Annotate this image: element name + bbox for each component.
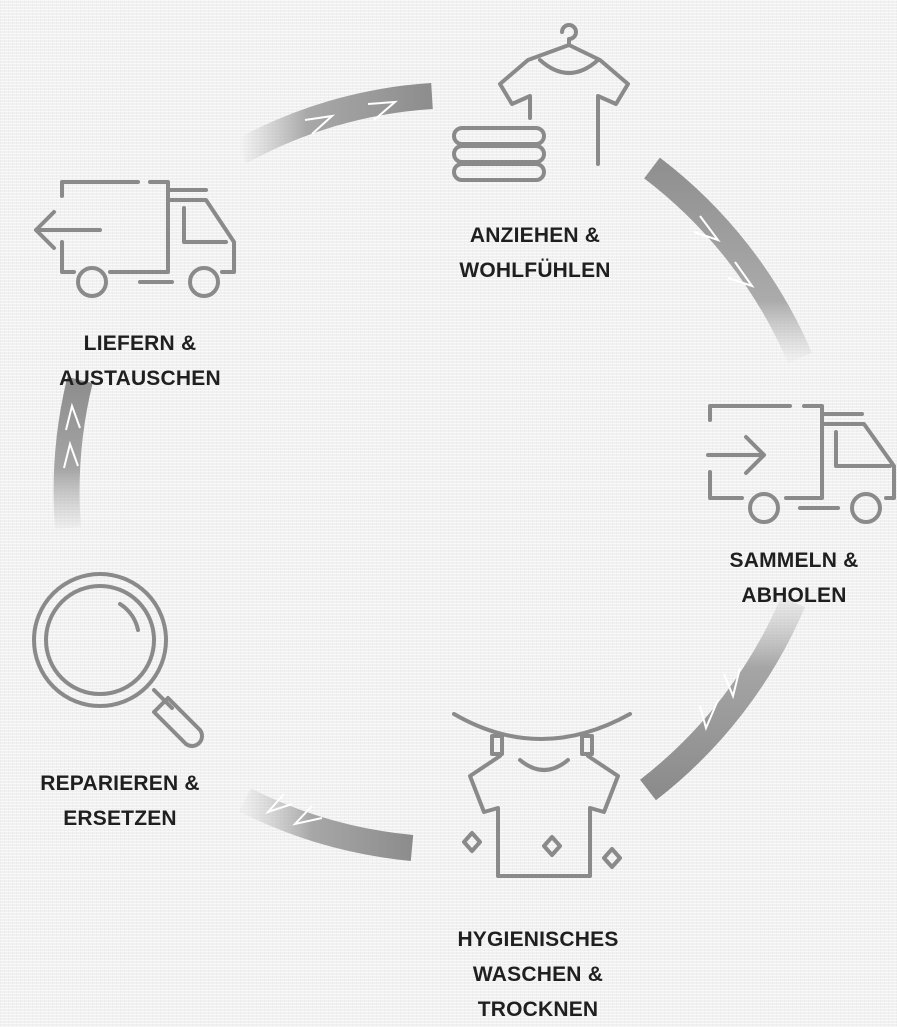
- tshirt-stack-icon: [452, 23, 630, 182]
- arrow-wear-to-collect: [644, 157, 812, 364]
- arrow-deliver-to-wear: [233, 83, 433, 164]
- label-wash: HYGIENISCHES WASCHEN & TROCKNEN: [457, 928, 619, 1021]
- label-wear: ANZIEHEN & WOHLFÜHLEN: [459, 224, 611, 282]
- magnifier-icon: [32, 572, 204, 748]
- label-collect: SAMMELN & ABHOLEN: [729, 549, 859, 607]
- arrow-wash-to-repair: [239, 788, 414, 861]
- cycle-arrows: [53, 83, 812, 861]
- truck-outbound-icon: [34, 180, 236, 298]
- label-repair: REPARIEREN & ERSETZEN: [40, 772, 200, 830]
- clothesline-shirt-icon: [452, 712, 632, 878]
- arrow-collect-to-wash: [640, 596, 805, 801]
- label-deliver: LIEFERN & AUSTAUSCHEN: [59, 332, 221, 390]
- chevron-markers: [63, 100, 755, 826]
- truck-inbound-icon: [706, 404, 896, 524]
